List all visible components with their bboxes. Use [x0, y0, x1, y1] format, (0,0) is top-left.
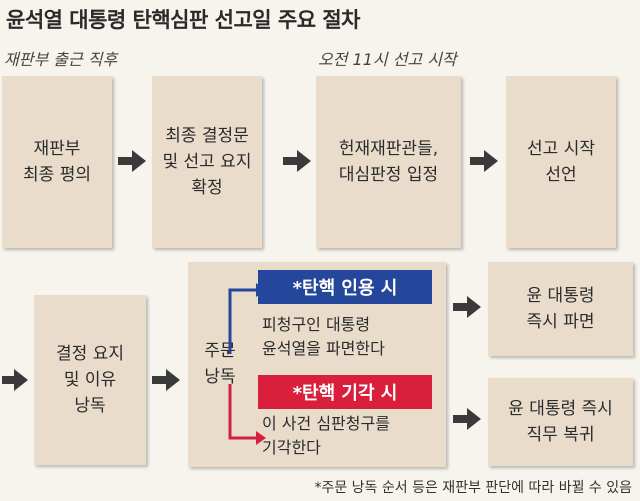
right-arrow-icon — [453, 296, 481, 318]
page-title: 윤석열 대통령 탄핵심판 선고일 주요 절차 — [6, 8, 361, 32]
time-label-after-arrival: 재판부 출근 직후 — [4, 50, 118, 69]
result-removed-from-office: 윤 대통령 즉시 파면 — [488, 262, 633, 356]
right-arrow-icon — [118, 150, 146, 172]
right-arrow-icon — [2, 369, 28, 391]
step-final-deliberation: 재판부 최종 평의 — [2, 76, 112, 248]
time-label-11am: 오전 11시 선고 시작 — [318, 50, 457, 69]
footnote: *주문 낭독 순서 등은 재판부 판단에 따라 바뀔 수 있음 — [314, 480, 632, 496]
dismissed-ruling-text: 이 사건 심판청구를 기각한다 — [262, 414, 390, 457]
result-return-to-duty: 윤 대통령 즉시 직무 복귀 — [488, 378, 633, 466]
step-justices-enter: 헌재재판관들, 대심판정 입정 — [316, 76, 461, 248]
main-text-label: 주문 낭독 — [204, 341, 236, 387]
right-arrow-icon — [283, 150, 311, 172]
right-arrow-icon — [453, 408, 481, 430]
badge-impeachment-dismissed: *탄핵 기각 시 — [258, 375, 432, 409]
badge-impeachment-upheld: *탄핵 인용 시 — [258, 270, 432, 304]
right-arrow-icon — [152, 369, 180, 391]
step-reasons-reading: 결정 요지 및 이유 낭독 — [34, 295, 146, 465]
step-decision-confirmed: 최종 결정문 및 선고 요지 확정 — [152, 76, 262, 248]
right-arrow-icon — [470, 150, 498, 172]
upheld-ruling-text: 피청구인 대통령 윤석열을 파면한다 — [262, 315, 385, 358]
step-sentence-start: 선고 시작 선언 — [506, 76, 616, 248]
